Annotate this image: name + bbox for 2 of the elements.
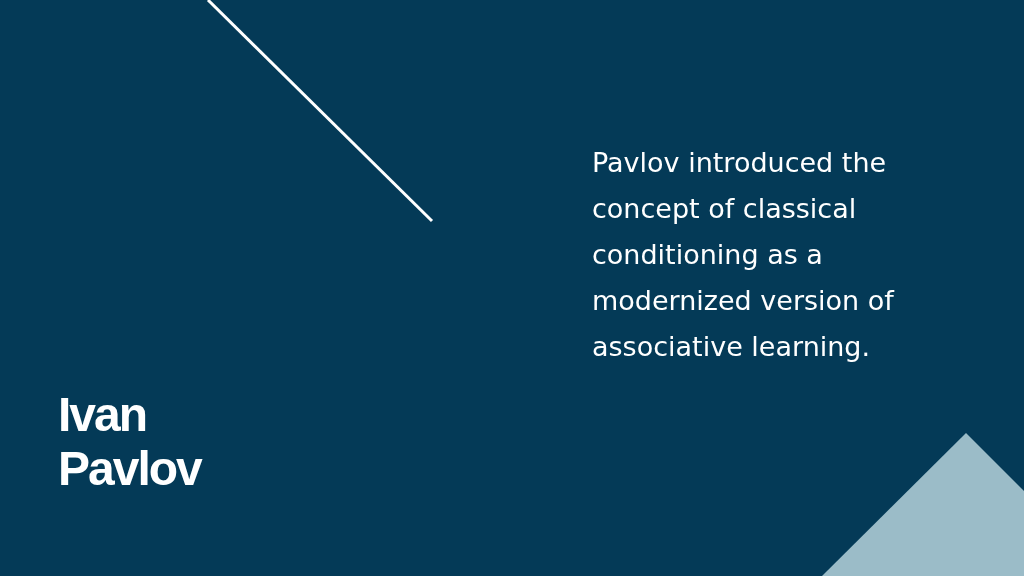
body-paragraph: Pavlov introduced the concept of classical conditioning as a modernized version of associative learning.	[592, 146, 896, 364]
slide-title: Ivan Pavlov	[58, 388, 203, 496]
